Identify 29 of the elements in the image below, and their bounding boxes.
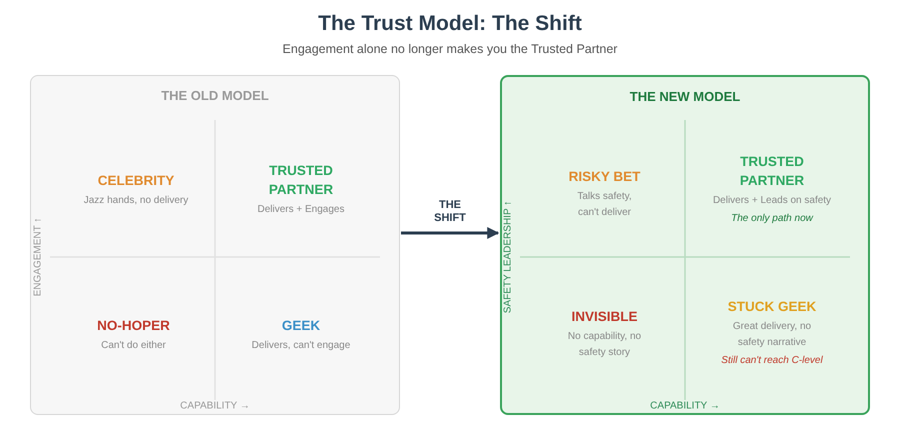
model-panel bbox=[500, 75, 870, 415]
diagram-subtitle: Engagement alone no longer makes you the Trusted Partner bbox=[282, 42, 618, 56]
panel-heading: THE OLD MODEL bbox=[161, 88, 269, 103]
quadrant-heading: CELEBRITY bbox=[98, 172, 174, 190]
axis-label: ENGAGEMENT ↑ bbox=[32, 218, 44, 296]
axis-label: SAFETY LEADERSHIP ↑ bbox=[502, 200, 514, 314]
panel-heading: THE NEW MODEL bbox=[630, 89, 740, 104]
quadrant-description: Delivers + Engages bbox=[258, 203, 344, 217]
quadrant-description: No capability, no safety story bbox=[568, 330, 642, 360]
quadrant-note: The only path now bbox=[731, 212, 813, 226]
quadrant-description: Talks safety, can't deliver bbox=[576, 190, 633, 220]
quadrant-heading: RISKY BET bbox=[568, 168, 640, 186]
quadrant-description: Great delivery, no safety narrative bbox=[732, 320, 812, 350]
quadrant-description: Jazz hands, no delivery bbox=[84, 194, 188, 208]
arrow bbox=[401, 227, 500, 239]
quadrant-note: Still can't reach C-level bbox=[721, 354, 823, 368]
quadrant-description: Delivers, can't engage bbox=[252, 339, 350, 353]
diagram-title: The Trust Model: The Shift bbox=[317, 12, 583, 36]
quadrant-heading: TRUSTED PARTNER bbox=[268, 162, 334, 199]
axis-label: CAPABILITY → bbox=[180, 400, 250, 412]
model-panel bbox=[30, 75, 400, 415]
quadrant-heading: INVISIBLE bbox=[571, 308, 638, 326]
quadrant-heading: TRUSTED PARTNER bbox=[738, 153, 806, 190]
quadrant-description: Delivers + Leads on safety bbox=[712, 194, 832, 208]
quadrant-description: Can't do either bbox=[101, 339, 166, 353]
quadrant-heading: GEEK bbox=[282, 317, 320, 335]
quadrant-heading: STUCK GEEK bbox=[728, 298, 816, 316]
quadrant-heading: NO-HOPER bbox=[97, 317, 170, 335]
axis-label: CAPABILITY → bbox=[650, 400, 720, 412]
